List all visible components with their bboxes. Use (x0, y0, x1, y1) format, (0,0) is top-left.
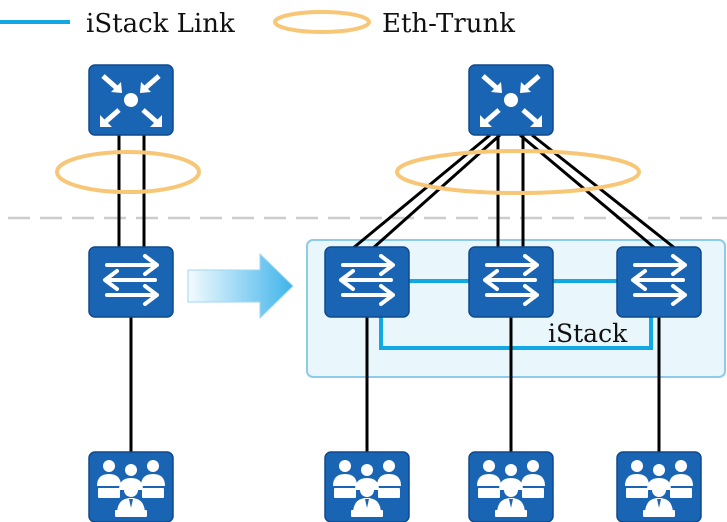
switch-icon (87, 245, 175, 319)
legend: iStack Link Eth-Trunk (0, 9, 515, 39)
right-arrow-icon (187, 252, 294, 320)
istack-label: iStack (548, 319, 628, 348)
user-group-icon (88, 451, 174, 522)
user-group-icon (616, 451, 702, 522)
right-trunk-link-r1 (519, 133, 657, 251)
left-eth-trunk-ellipse (55, 150, 201, 194)
switch-icon (615, 245, 703, 319)
istack-link-left-right (379, 314, 653, 350)
left-topology (55, 65, 201, 522)
user-group-icon (468, 451, 554, 522)
eth-trunk-legend-ellipse (273, 10, 371, 34)
eth-trunk-legend-label: Eth-Trunk (382, 9, 515, 39)
user-group-icon (324, 451, 410, 522)
right-eth-trunk-ellipse (395, 149, 641, 195)
switch-icon (323, 245, 411, 319)
router-icon (469, 65, 553, 135)
router-icon (89, 65, 173, 135)
switch-icon (467, 245, 555, 319)
right-topology: iStack (323, 65, 703, 522)
istack-link-legend-label: iStack Link (86, 9, 235, 39)
